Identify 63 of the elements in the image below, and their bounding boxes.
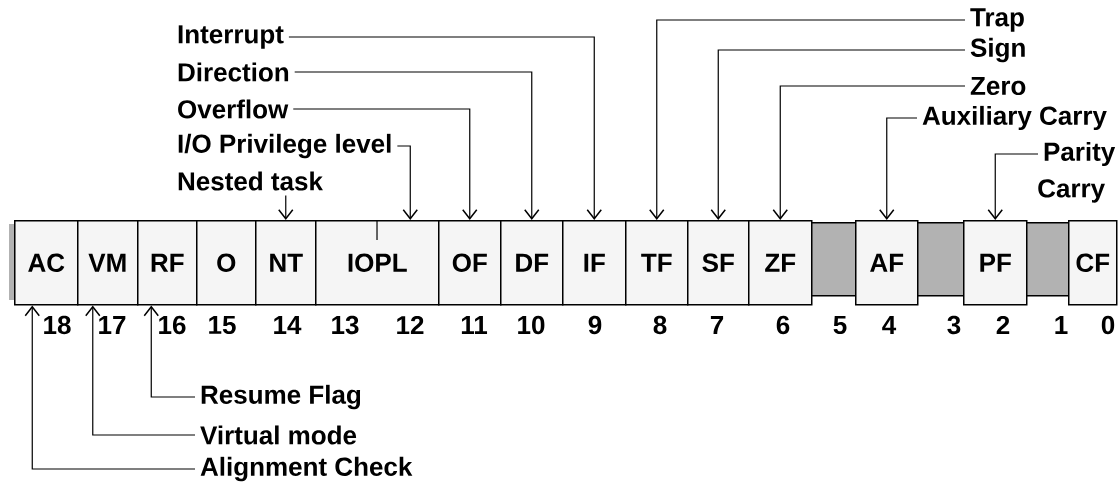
leader-arrow <box>143 305 196 398</box>
flag-cell: CF <box>1068 220 1118 306</box>
flag-label: Auxiliary Carry <box>922 105 1107 131</box>
flag-cell: SF <box>687 220 750 306</box>
reserved-cell <box>811 222 857 297</box>
flag-label: Virtual mode <box>200 425 357 445</box>
flag-cell: AC <box>14 220 79 306</box>
reserved-cell <box>1026 222 1070 297</box>
bit-number: 4 <box>882 316 897 334</box>
leader-arrow <box>879 117 918 220</box>
flag-cell: TF <box>625 220 689 306</box>
flag-label: Parity <box>1044 141 1116 167</box>
leader-arrow <box>649 19 966 220</box>
reserved-cell <box>917 222 965 297</box>
bit-number: 6 <box>776 315 790 335</box>
leader-arrow <box>294 71 540 220</box>
carry-label: Carry <box>1038 179 1105 203</box>
flag-label: Trap <box>970 8 1024 32</box>
flag-label: Overflow <box>178 99 289 119</box>
leader-arrow <box>987 153 1039 220</box>
bit-number: 18 <box>44 315 71 335</box>
flag-cell: AF <box>855 220 919 306</box>
leader-arrow <box>710 49 966 220</box>
flag-label: Direction <box>178 62 289 82</box>
bit-number: 14 <box>274 316 302 334</box>
flag-cell: DF <box>500 220 564 306</box>
leader-arrow <box>288 36 602 220</box>
flag-cell: RF <box>137 220 198 306</box>
flag-cell: PF <box>963 220 1028 306</box>
bit-number: 16 <box>159 315 186 335</box>
flag-label: Zero <box>970 76 1026 96</box>
leader-arrow <box>292 108 478 220</box>
bit-number: 10 <box>518 315 545 335</box>
bit-number: 1 <box>1055 316 1068 334</box>
flag-cell: O <box>196 220 257 306</box>
bit-number: 12 <box>397 315 424 335</box>
bit-number: 15 <box>209 315 236 335</box>
flag-label: Nested task <box>178 171 323 191</box>
bit-number: 11 <box>461 316 488 334</box>
leader-arrow <box>396 145 418 220</box>
bit-number: 13 <box>332 315 359 335</box>
bit-number: 7 <box>710 316 724 334</box>
bit-number: 17 <box>99 316 126 334</box>
flag-label: Resume Flag <box>201 384 361 410</box>
flag-cell: NT <box>255 220 317 306</box>
flag-cell: VM <box>77 220 139 306</box>
flag-cell: ZF <box>748 220 813 306</box>
leader-arrow <box>24 305 196 470</box>
bit-number: 8 <box>653 315 667 335</box>
flag-cell: IF <box>562 220 627 306</box>
leader-arrow <box>772 85 966 220</box>
flag-label: I/O Privilege level <box>178 133 391 159</box>
bit-number: 2 <box>996 315 1010 335</box>
bit-number: 0 <box>1101 315 1115 335</box>
flag-label: Sign <box>970 37 1025 63</box>
leader-arrow <box>278 194 294 220</box>
flag-cell: OF <box>438 220 502 306</box>
bit-number: 5 <box>833 315 847 335</box>
flag-label: Alignment Check <box>200 456 413 482</box>
bit-number: 9 <box>588 315 602 335</box>
flag-label: Interrupt <box>178 25 284 49</box>
leader-arrow <box>85 305 196 436</box>
bit-number: 3 <box>947 315 961 335</box>
